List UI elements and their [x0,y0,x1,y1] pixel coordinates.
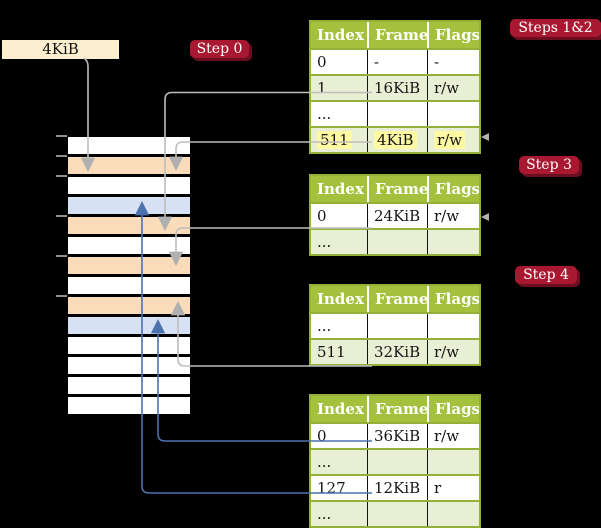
table-cell: ... [317,317,332,335]
memory-row-free [68,277,190,294]
pointer-stub-row0 [481,213,489,221]
memory-row-table [68,297,190,314]
table-cell: ... [317,505,332,523]
table-row: ... [311,100,479,126]
table-cell [427,314,479,338]
badge-step3: Step 3 [519,156,579,174]
table-cell: ... [317,453,332,471]
table-cell: 127 [317,479,346,497]
table-cell [427,502,479,526]
memory-row-free [68,397,190,414]
table-cell: 0 [317,207,327,225]
column-header: Flags [427,176,479,202]
table-cell: 4KiB [367,128,427,152]
table-cell: r/w [427,128,479,152]
table-cell [367,502,427,526]
column-header: Frame [367,396,427,422]
table-row: 0 -- [311,48,479,74]
memory-row-free [68,337,190,354]
column-header: Flags [427,22,479,48]
memory-row-free [68,137,190,154]
table-cell: r [427,476,479,500]
table-row: ... [311,228,479,254]
memory-row-table [68,217,190,234]
table-cell [367,314,427,338]
badge-step4: Step 4 [515,266,577,284]
table-row: ... [311,448,479,474]
physical-memory-strip [68,135,190,417]
memory-row-free [68,377,190,394]
table-cell: r/w [427,76,479,100]
table-cell [427,450,479,474]
address-tick [56,215,67,217]
column-header: Flags [427,286,479,312]
table-cell [427,230,479,254]
memory-row-free [68,177,190,194]
column-header: Frame [367,176,427,202]
table-cell [367,102,427,126]
address-tick [56,175,67,177]
table-cell: r/w [427,424,479,448]
table-cell [427,102,479,126]
table-cell: - [427,50,479,74]
table-row: 511 4KiB r/w [311,126,479,152]
memory-row-table [68,157,190,174]
column-header: Frame [367,286,427,312]
memory-row-page [68,197,190,214]
table-cell: 511 [311,128,367,152]
address-tick [56,135,67,137]
table-cell [367,230,427,254]
highlighted-value: r/w [434,131,466,149]
column-header: Index [317,180,364,198]
table-cell: 12KiB [367,476,427,500]
table-cell: ... [317,233,332,251]
table-cell: - [367,50,427,74]
highlighted-value: 4KiB [374,131,417,149]
table-cell: 0 [317,427,327,445]
pointer-stub-row511 [481,133,489,141]
table-cell [367,450,427,474]
table-cell: 511 [317,343,346,361]
table-cell: 24KiB [367,204,427,228]
table-cell: 36KiB [367,424,427,448]
memory-row-free [68,357,190,374]
column-header: Frame [367,22,427,48]
table-row: ... [311,500,479,526]
column-header: Index [317,290,364,308]
cr3-frame-box: 4KiB [2,40,119,59]
memory-row-free [68,237,190,254]
badge-step0: Step 0 [190,40,249,58]
table-row: ... [311,312,479,338]
table-cell: 16KiB [367,76,427,100]
memory-row-page [68,317,190,334]
table-cell: r/w [427,204,479,228]
table-cell: ... [317,105,332,123]
address-tick [56,155,67,157]
badge-steps1-2: Steps 1&2 [510,19,601,37]
table-cell: 0 [317,53,327,71]
highlighted-value: 511 [317,131,352,149]
column-header: Index [317,400,364,418]
table-cell: 32KiB [367,340,427,364]
address-tick [56,295,67,297]
column-header: Flags [427,396,479,422]
table-cell: 1 [317,79,327,97]
address-tick [56,255,67,257]
column-header: Index [317,26,364,44]
table-cell: r/w [427,340,479,364]
memory-row-table [68,257,190,274]
